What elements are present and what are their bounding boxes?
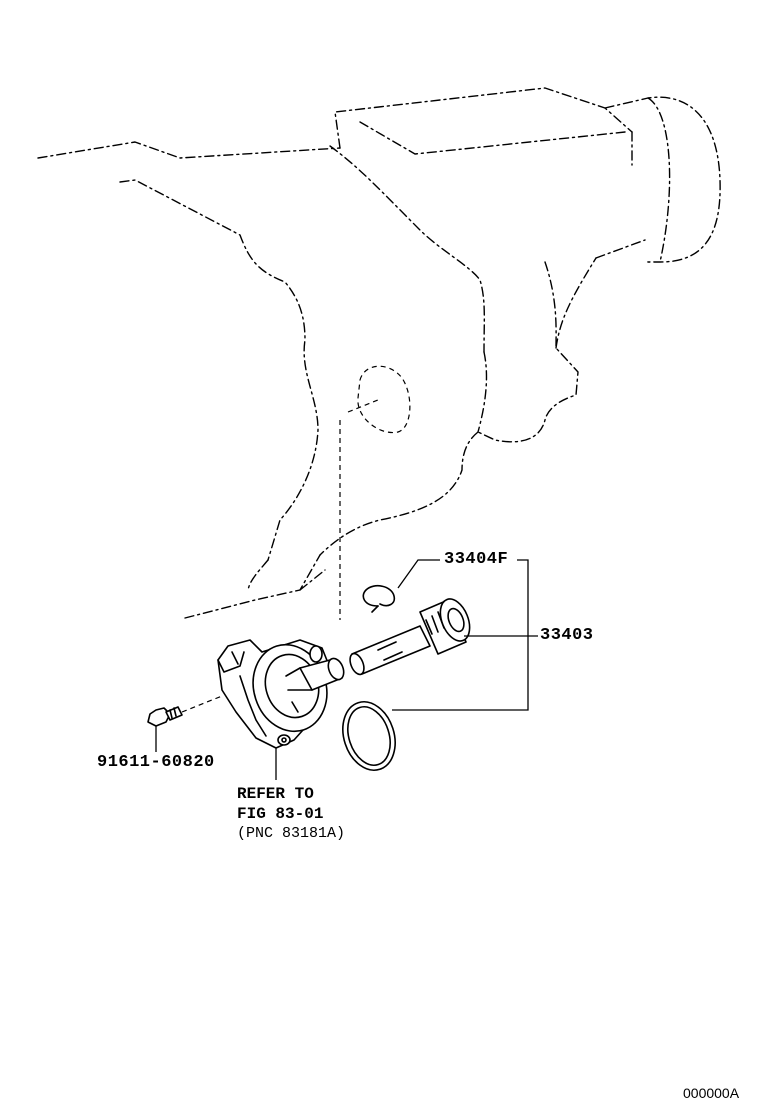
part-number-33404f[interactable]: 33404F [444,550,509,569]
part-number-91611-60820[interactable]: 91611-60820 [97,753,215,772]
reference-line-1: REFER TO [237,785,314,803]
bolt-axis-line [181,695,223,713]
reference-figure-link[interactable]: FIG 83-01 [237,805,324,823]
part-number-33403[interactable]: 33403 [540,626,594,645]
bolt-91611-60820 [147,706,183,727]
speed-sensor-sleeve [217,639,345,749]
o-ring [342,701,396,771]
reference-pnc: (PNC 83181A) [237,825,346,842]
illustration-code: 000000A [683,1085,740,1101]
driven-gear-33403 [349,598,471,676]
transmission-housing-outline [37,87,721,619]
leader-lines [155,559,538,780]
clip-33404f [362,584,396,613]
